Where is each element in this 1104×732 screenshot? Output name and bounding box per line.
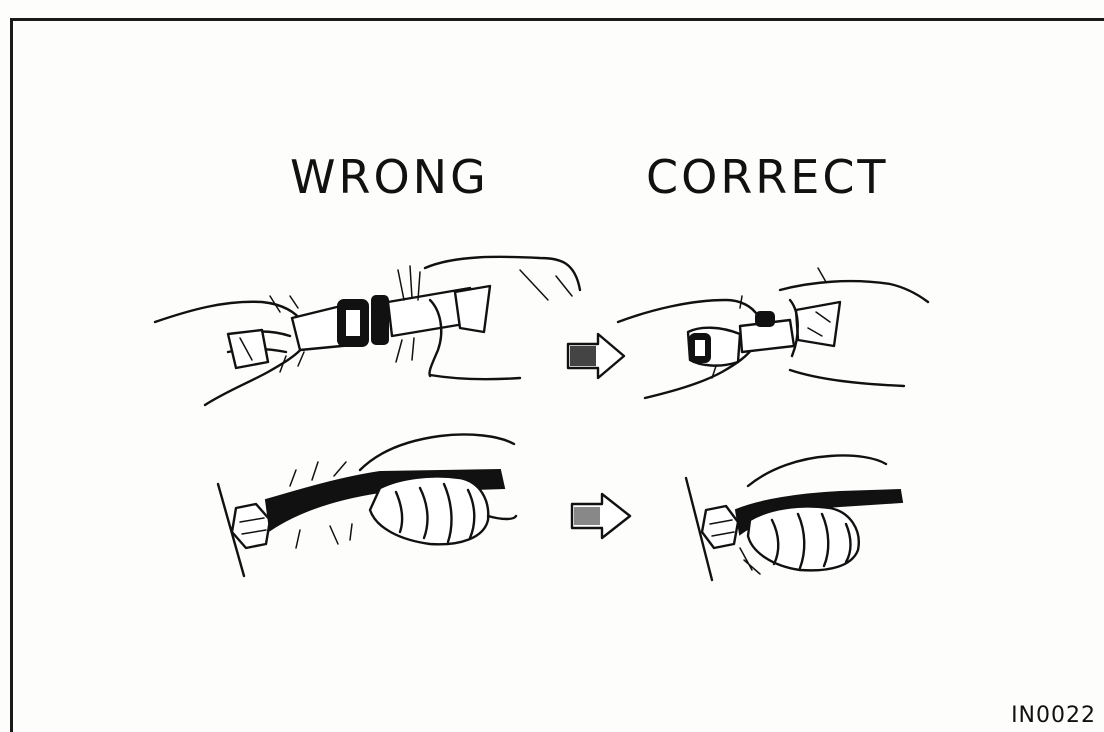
right-arrow-icon (568, 334, 624, 378)
wrong-hose-pull-illustration (218, 434, 516, 576)
correct-hose-turn-illustration (686, 455, 902, 580)
figure-code: IN0022 (1011, 703, 1096, 728)
right-arrow-icon (572, 494, 630, 538)
correct-hose-hold-illustration (618, 268, 928, 398)
wrong-hose-twist-illustration (155, 257, 580, 405)
